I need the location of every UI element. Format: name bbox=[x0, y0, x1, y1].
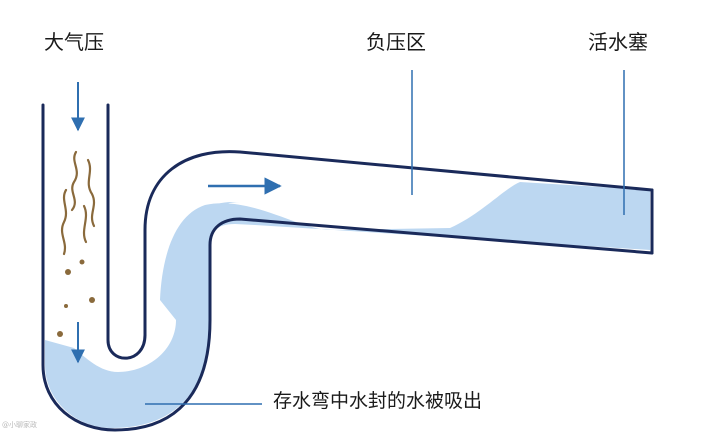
pipe-outer-wall bbox=[41, 103, 654, 432]
trap-seal-label: 存水弯中水封的水被吸出 bbox=[273, 390, 483, 412]
water-plug-label: 活水塞 bbox=[588, 30, 648, 54]
watermark: @小聊家政 bbox=[2, 421, 37, 429]
bend-water bbox=[160, 182, 650, 325]
pipe-inner-wall bbox=[106, 103, 147, 360]
debris-particles bbox=[57, 259, 95, 337]
atmospheric-pressure-label: 大气压 bbox=[44, 30, 104, 54]
negative-pressure-zone-label: 负压区 bbox=[366, 30, 426, 54]
debris bbox=[60, 150, 96, 256]
